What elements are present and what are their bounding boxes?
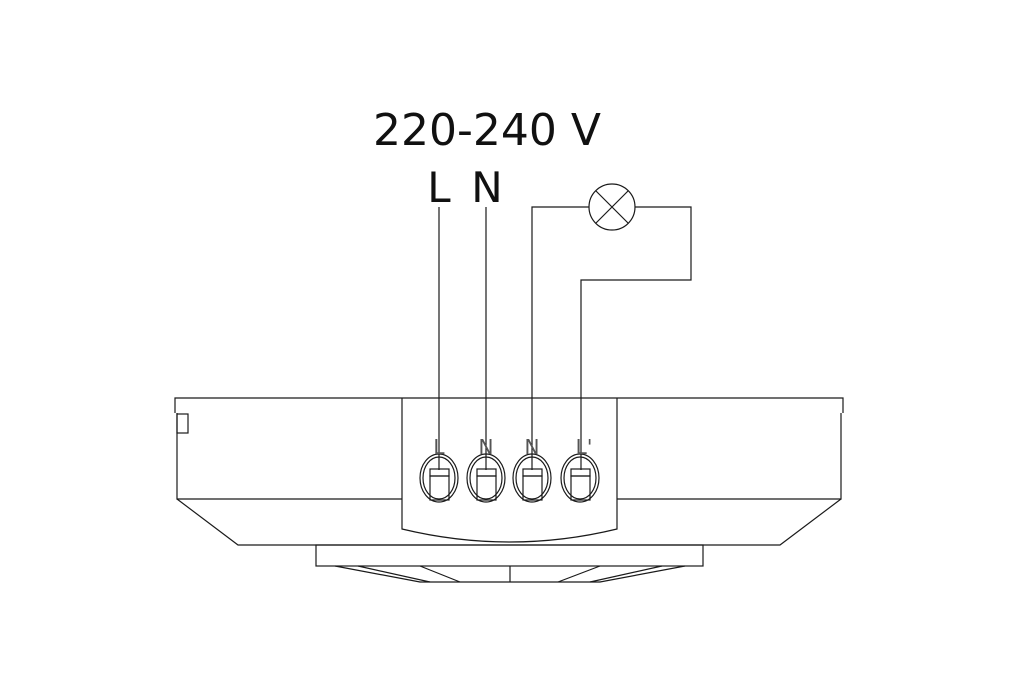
wires xyxy=(438,206,692,470)
terminal-block xyxy=(401,398,618,543)
terminal-label: N xyxy=(525,435,540,459)
terminal-screw: N xyxy=(512,435,552,503)
terminal-screw: L' xyxy=(560,435,600,503)
lamp-icon xyxy=(588,183,636,231)
terminal-label: N xyxy=(479,435,494,459)
terminal-label: L' xyxy=(576,435,593,459)
wire-switched-line xyxy=(580,206,692,470)
supply-line-label: L xyxy=(427,163,451,212)
terminal-screw: L xyxy=(419,435,459,503)
voltage-label: 220-240 V xyxy=(373,105,601,156)
terminal-label: L xyxy=(433,435,445,459)
terminals: L N N L' xyxy=(419,435,600,503)
terminal-screw: N xyxy=(466,435,506,503)
supply-neutral-label: N xyxy=(471,163,502,212)
wire-neutral-load xyxy=(531,206,589,470)
device-housing xyxy=(174,397,844,583)
